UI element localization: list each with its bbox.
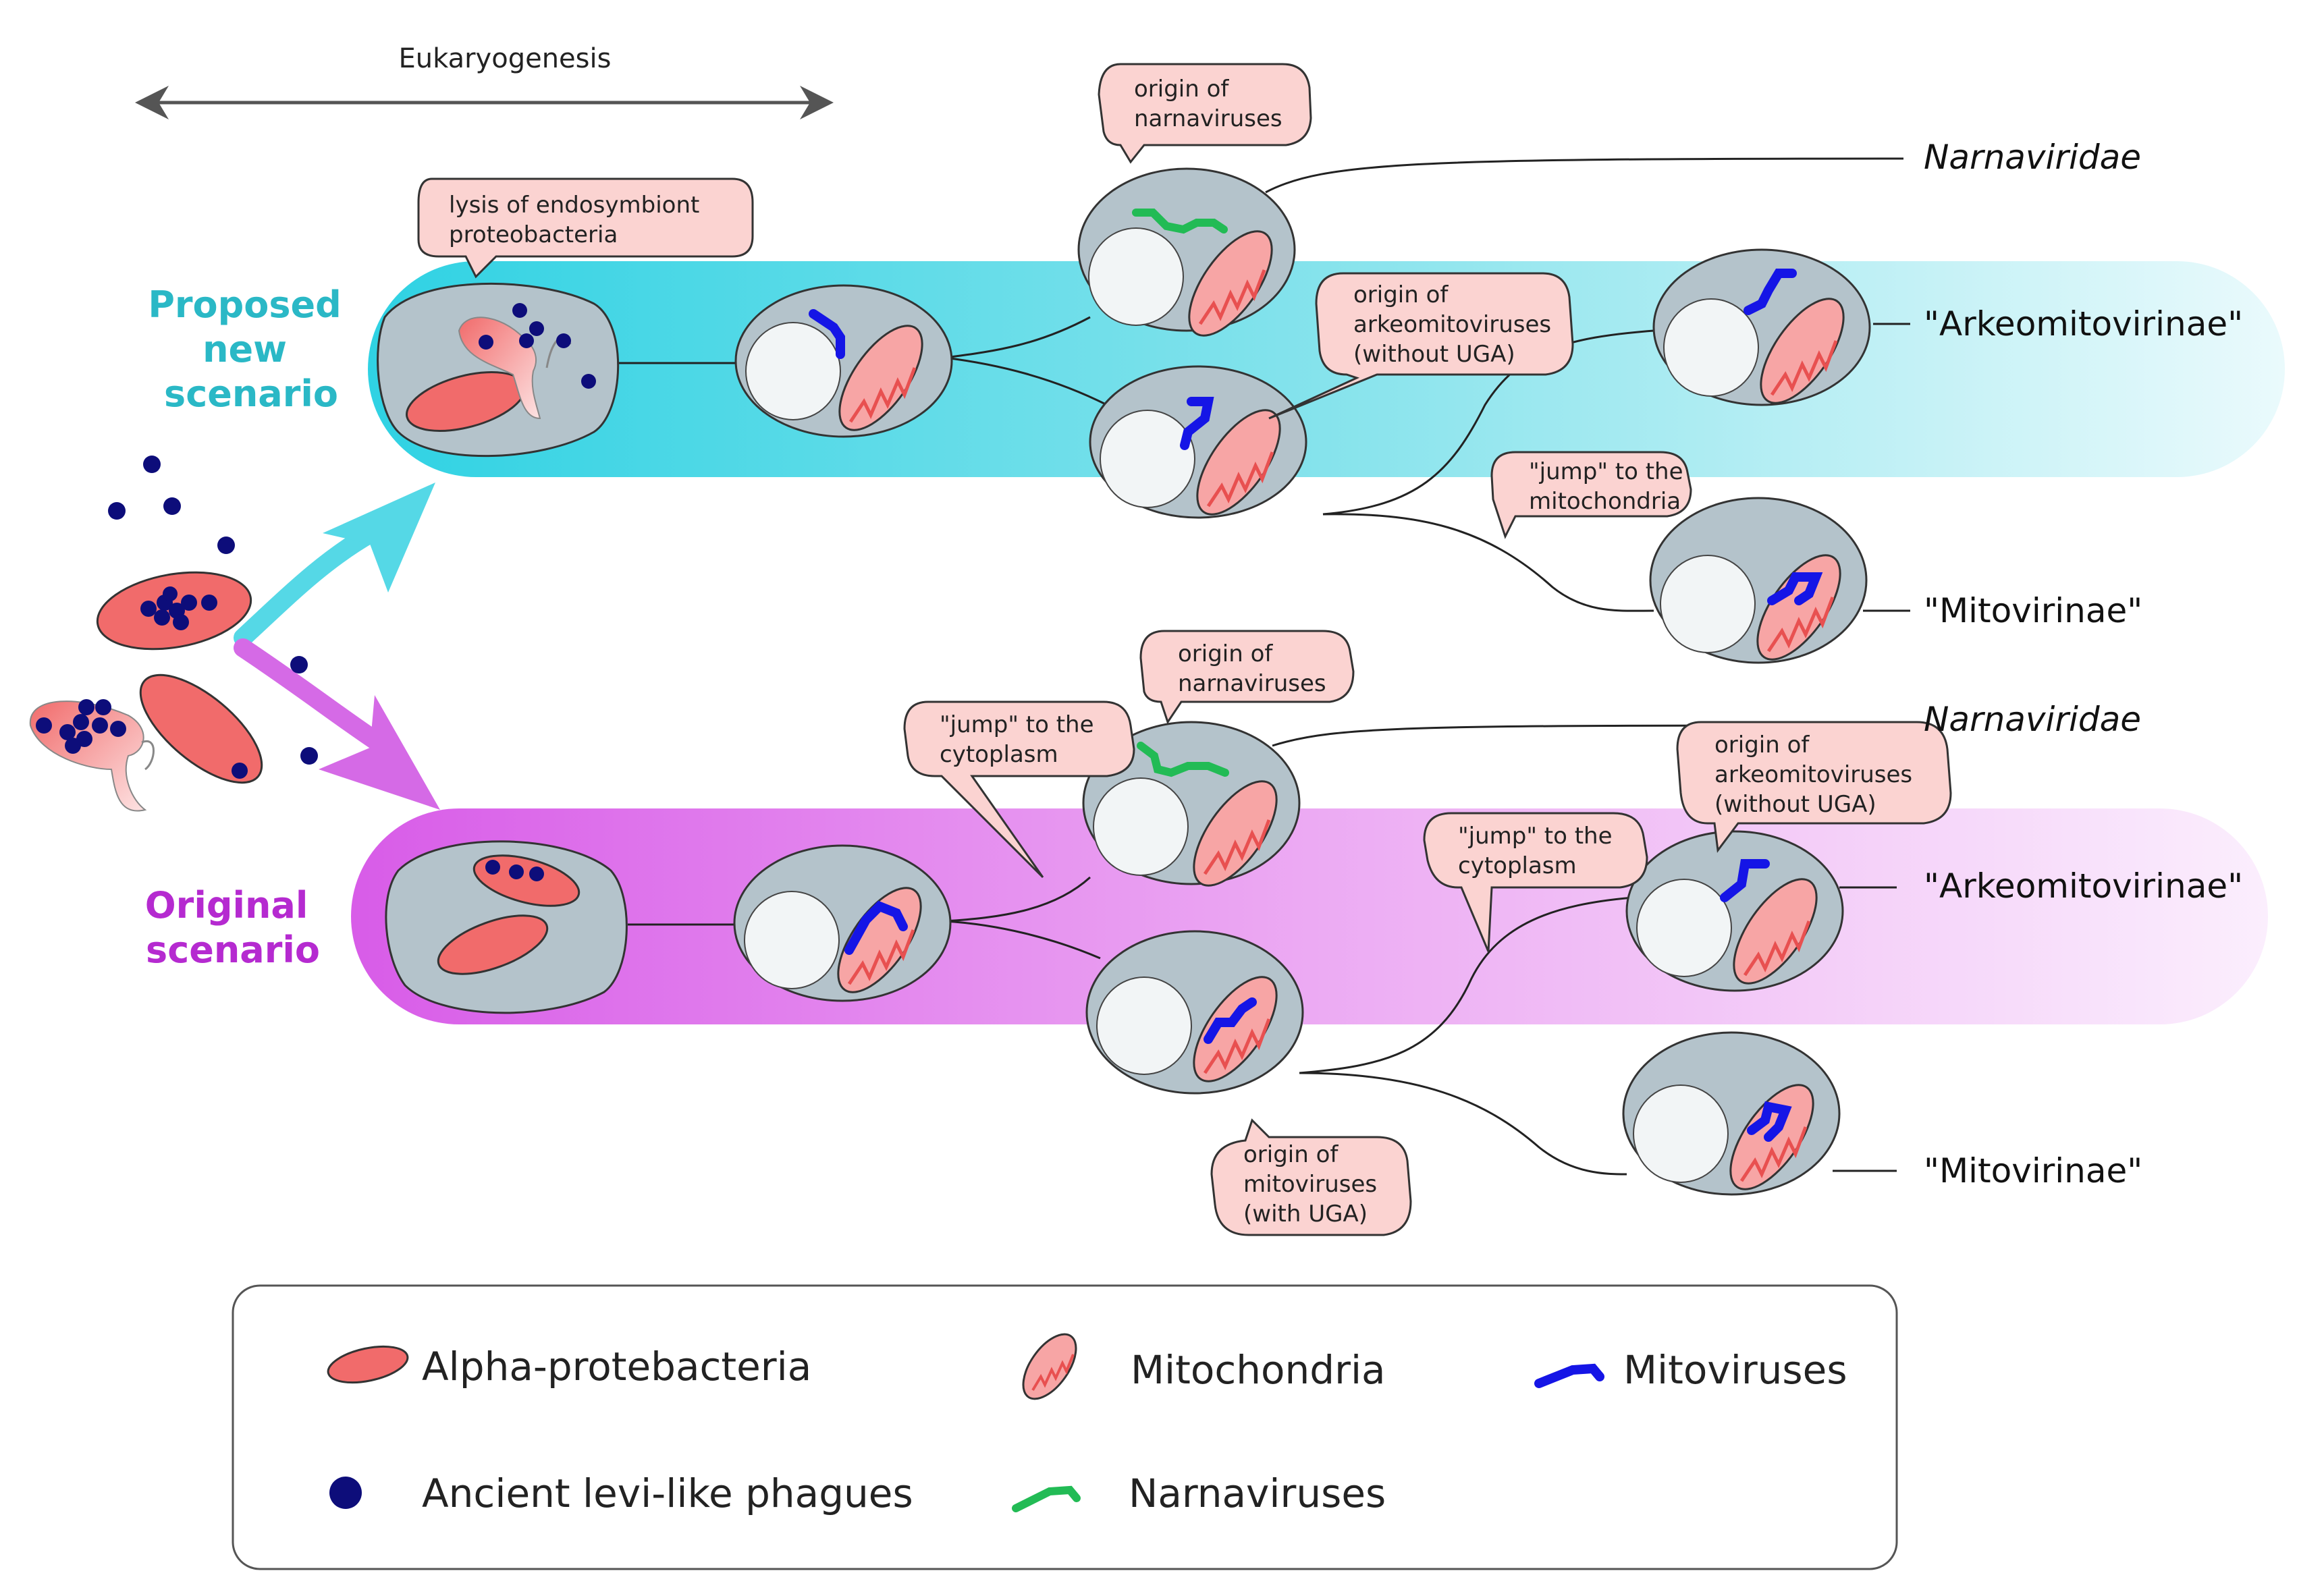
phage-icon — [329, 1477, 362, 1509]
cell-proposed-mito — [1649, 497, 1868, 664]
original-scenario-arrow — [234, 638, 440, 810]
eukaryogenesis-arrow: Eukaryogenesis — [135, 43, 834, 119]
svg-text:"jump" to the mitochondr: "jump" to the mitochondria — [1529, 458, 1690, 515]
bubble-proposed-jump: "jump" to the mitochondria — [1490, 451, 1692, 539]
legend-item-mitochondria: Mitochondria — [1022, 1333, 1386, 1400]
mitovirus — [844, 900, 908, 955]
bubble-original-jump1: "jump" to the cytoplasm — [903, 700, 1135, 879]
legend-label-mitochondria: Mitochondria — [1131, 1347, 1386, 1393]
mitovirus — [1204, 997, 1257, 1044]
cell-proposed-ancestor — [734, 284, 953, 438]
bubble-proposed-narna: origin of narnaviruses — [1098, 63, 1312, 164]
legend-item-mitoviruses: Mitoviruses — [1534, 1347, 1847, 1393]
cell-original-mito — [1622, 1031, 1841, 1196]
phage-cluster-lysed — [36, 699, 126, 754]
mitovirus — [1747, 1101, 1792, 1142]
cell-original-ancestor — [733, 844, 952, 1002]
legend-item-alpha: Alpha-protebacteria — [327, 1344, 811, 1389]
legend-label-mitoviruses: Mitoviruses — [1623, 1347, 1847, 1393]
cell-proposed-arkeo — [1652, 248, 1871, 406]
original-scenario-band — [351, 808, 2268, 1024]
legend: Alpha-protebacteria Mitochondria Mitovir… — [232, 1284, 1898, 1570]
legend-item-narnaviruses: Narnaviruses — [1012, 1470, 1386, 1516]
proposed-lineage-lines — [614, 157, 1910, 612]
svg-text:lysis of endosymbiont pr: lysis of endosymbiont proteobacteria — [449, 192, 707, 248]
svg-text:"jump" to the cytoplasm: "jump" to the cytoplasm — [1458, 823, 1619, 879]
bubble-original-mito: origin of mitoviruses (with UGA) — [1210, 1118, 1412, 1236]
taxon-narnaviridae-original: Narnaviridae — [1924, 700, 2141, 739]
alpha-proteobacteria-icon — [327, 1345, 409, 1384]
phage-cluster — [140, 586, 217, 630]
mitovirus — [1180, 397, 1214, 450]
cell-original-arkeo — [1625, 830, 1844, 992]
bubble-original-narna: origin of narnaviruses — [1139, 630, 1355, 725]
free-phages — [108, 456, 318, 765]
svg-text:"jump" to the cytoplasm: "jump" to the cytoplasm — [940, 711, 1101, 768]
mitovirus — [1767, 572, 1823, 605]
bubble-original-jump2: "jump" to the cytoplasm — [1423, 812, 1648, 952]
proposed-scenario-arrow — [234, 483, 435, 647]
eukaryogenesis-label: Eukaryogenesis — [399, 43, 612, 74]
taxon-arkeomitovirinae-original: "Arkeomitovirinae" — [1924, 866, 2243, 906]
narnavirus — [1132, 209, 1228, 234]
bubble-proposed-arkeo: origin of arkeomitoviruses (without UGA) — [1268, 272, 1574, 420]
narnavirus — [1137, 742, 1229, 777]
cell-proposed-narna — [1077, 167, 1296, 337]
mitovirus-icon — [1534, 1363, 1604, 1388]
svg-text:origin of narnaviruses: origin of narnaviruses — [1134, 76, 1282, 132]
legend-label-narnaviruses: Narnaviruses — [1129, 1470, 1386, 1516]
svg-text:origin of narnaviruses: origin of narnaviruses — [1178, 640, 1326, 697]
taxon-mitovirinae-proposed: "Mitovirinae" — [1924, 591, 2142, 630]
alpha-proteobacterium — [139, 673, 263, 784]
svg-text:origin of mitoviruses: origin of mitoviruses (with UGA) — [1243, 1141, 1384, 1228]
alpha-proteobacterium — [472, 854, 580, 907]
taxon-narnaviridae-proposed: Narnaviridae — [1924, 138, 2141, 177]
cell-original-ancestor-0 — [385, 840, 628, 1014]
svg-text:origin of arkeomitovirus: origin of arkeomitoviruses (without UGA) — [1353, 281, 1559, 368]
mitovirus — [1744, 269, 1797, 315]
cell-proposed-mito-ancestor — [1089, 365, 1307, 519]
mitovirus — [809, 309, 845, 359]
mitovirus — [1720, 859, 1770, 902]
legend-label-alpha: Alpha-protebacteria — [422, 1344, 811, 1389]
cell-proposed-lysis — [377, 282, 620, 458]
taxon-mitovirinae-original: "Mitovirinae" — [1924, 1151, 2142, 1190]
bubble-original-arkeo: origin of arkeomitoviruses (without UGA) — [1676, 721, 1952, 853]
cell-original-mito-ancestor — [1085, 930, 1304, 1095]
bubble-lysis: lysis of endosymbiont proteobacteria — [417, 177, 754, 279]
legend-box — [232, 1284, 1898, 1570]
taxon-arkeomitovirinae-proposed: "Arkeomitovirinae" — [1924, 304, 2243, 343]
svg-text:origin of arkeomitovirus: origin of arkeomitoviruses (without UGA) — [1714, 732, 1920, 818]
proposed-scenario-title: Proposed new scenario — [148, 283, 354, 415]
ancestral-pool — [29, 456, 318, 812]
legend-item-phages: Ancient levi-like phagues — [329, 1470, 913, 1516]
original-scenario-title: Original scenario — [145, 884, 321, 971]
alpha-proteobacterium — [437, 914, 549, 975]
cell-original-narna — [1082, 721, 1301, 887]
phage-dots — [479, 303, 596, 389]
narnavirus-icon — [1012, 1485, 1081, 1512]
legend-label-phages: Ancient levi-like phagues — [422, 1470, 913, 1516]
